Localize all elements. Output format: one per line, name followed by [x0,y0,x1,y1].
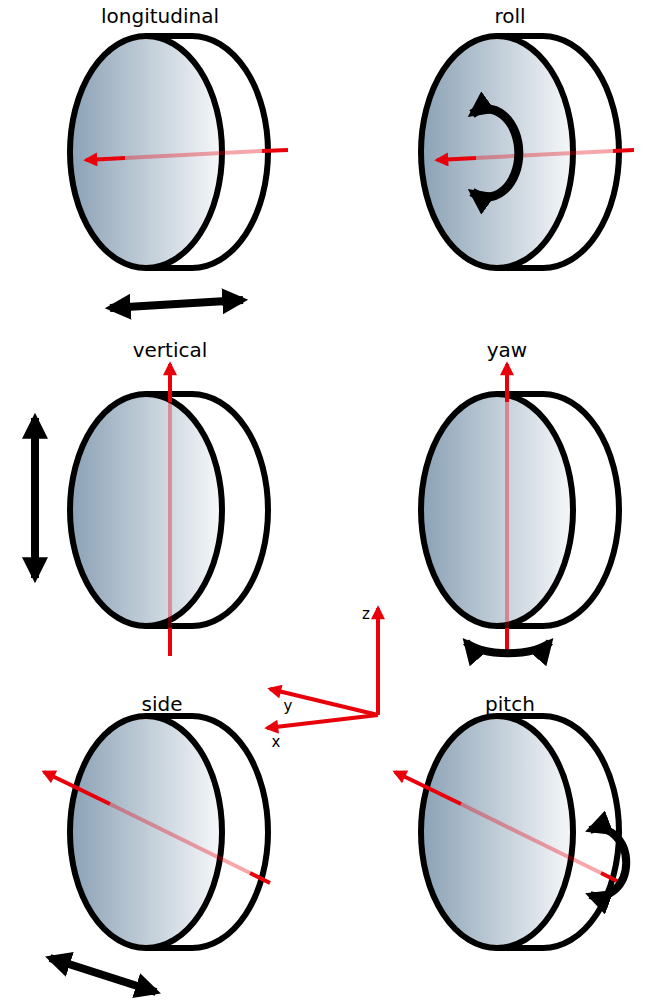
disk-longitudinal [70,36,288,308]
panel-title: side [142,693,183,715]
disk-vertical [35,364,268,656]
panel-title: roll [494,5,525,27]
disk-side [44,716,270,992]
axis-label: y [284,698,293,715]
disk-roll [421,36,634,268]
panel-title: longitudinal [101,5,219,27]
axis-triad [267,608,378,728]
axis-label: x [272,734,281,751]
disk-yaw [421,364,619,653]
panel-title: vertical [133,339,208,361]
panel-title: pitch [485,693,535,715]
panel-title: yaw [487,339,527,361]
axis-label: z [362,606,370,623]
disk-pitch [395,716,626,948]
